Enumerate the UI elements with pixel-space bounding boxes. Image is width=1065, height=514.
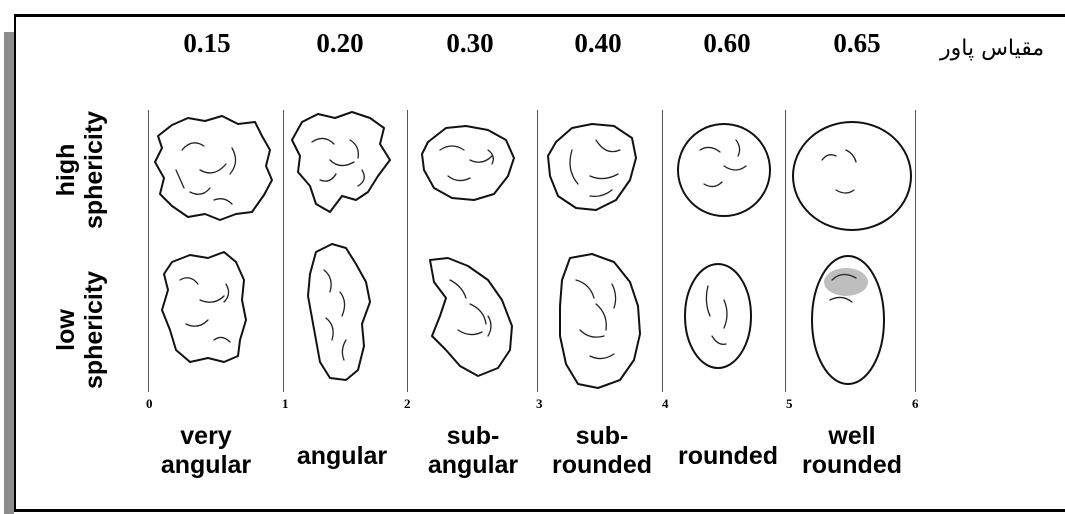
class-label-well-rounded: well rounded [802, 422, 902, 480]
texture-low-very-angular [180, 278, 230, 342]
grain-high-subrounded [548, 124, 636, 210]
texture-high-well-rounded [822, 150, 856, 193]
grain-low-subangular [430, 258, 512, 376]
class-label-very-angular: very angular [161, 422, 251, 480]
texture-low-angular [324, 270, 346, 360]
grain-high-angular [292, 112, 390, 212]
texture-high-angular [312, 138, 364, 186]
texture-high-subrounded [570, 140, 620, 196]
texture-low-subrounded [576, 280, 616, 359]
texture-high-subangular [440, 146, 493, 181]
grain-low-subrounded [560, 254, 640, 388]
class-well-rounded-line1: well [802, 422, 902, 451]
grain-high-well-rounded [793, 122, 911, 230]
grain-low-rounded [685, 264, 751, 368]
grain-high-subangular [422, 126, 514, 200]
class-rounded-line1: rounded [678, 442, 778, 471]
class-sub-rounded-line2: rounded [552, 451, 652, 480]
texture-high-rounded [700, 140, 746, 187]
texture-low-rounded [706, 286, 727, 344]
class-very-angular-line2: angular [161, 451, 251, 480]
class-label-angular: angular [297, 442, 387, 471]
grain-high-very-angular [155, 116, 272, 220]
class-sub-rounded-line1: sub- [552, 422, 652, 451]
class-label-sub-angular: sub- angular [428, 422, 518, 480]
class-angular-line1: angular [297, 442, 387, 471]
class-sub-angular-line1: sub- [428, 422, 518, 451]
grain-low-very-angular [162, 252, 246, 362]
shading-low-well-rounded [824, 268, 868, 296]
grain-low-angular [308, 244, 370, 380]
texture-high-very-angular [176, 143, 236, 204]
class-sub-angular-line2: angular [428, 451, 518, 480]
class-very-angular-line1: very [161, 422, 251, 451]
class-label-sub-rounded: sub- rounded [552, 422, 652, 480]
texture-low-subangular [450, 280, 491, 336]
grain-high-rounded [678, 124, 770, 216]
class-well-rounded-line2: rounded [802, 451, 902, 480]
class-label-rounded: rounded [678, 442, 778, 471]
